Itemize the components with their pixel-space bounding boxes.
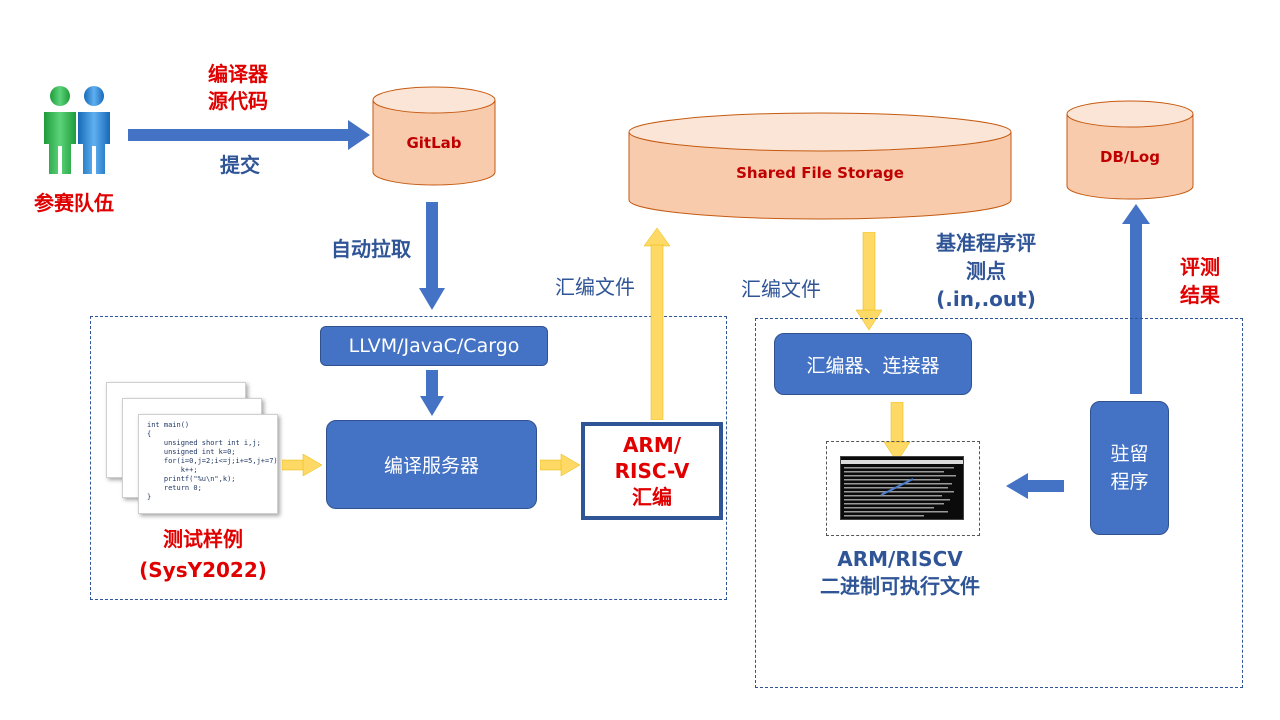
db-log-cylinder: DB/Log: [1066, 100, 1194, 200]
code-line: printf("%u\n",k);: [147, 475, 236, 483]
code-line: for(i=0,j=2;i<=j;i+=5,j+=7): [147, 457, 278, 465]
shared-storage-label: Shared File Storage: [736, 164, 904, 182]
code-line: {: [147, 430, 152, 438]
code-line: int main(): [147, 421, 190, 429]
binary-label-line1: ARM/RISCV: [837, 547, 963, 571]
toolchain-box: LLVM/JavaC/Cargo: [320, 326, 548, 366]
eval-result-line1: 评测: [1180, 255, 1220, 279]
asm-upload-arrow: [644, 228, 670, 420]
arm-asm-line1: ARM/: [622, 433, 682, 457]
asm-file-label-right: 汇编文件: [741, 277, 821, 301]
code-line: return 0;: [147, 484, 202, 492]
testcases-sublabel: (SysY2022): [139, 558, 267, 582]
binary-frame: [826, 441, 980, 536]
assembler-linker-box: 汇编器、连接器: [774, 333, 972, 395]
toolchain-arrow: [420, 370, 444, 416]
toolchain-label: LLVM/JavaC/Cargo: [348, 335, 520, 357]
submit-label-commit: 提交: [220, 153, 260, 177]
benchmark-line3: (.in,.out): [936, 287, 1036, 311]
code-line: }: [147, 493, 152, 501]
testcases-label: 测试样例: [163, 527, 243, 551]
submit-label-source: 源代码: [208, 89, 268, 113]
code-line: k++;: [147, 466, 198, 474]
code-line: unsigned int k=0;: [147, 448, 236, 456]
resident-line1: 驻留: [1110, 443, 1149, 465]
result-upload-arrow: [1122, 204, 1150, 394]
resident-program-box: 驻留 程序: [1090, 401, 1169, 535]
resident-to-binary-arrow: [1006, 473, 1064, 499]
assembler-to-binary-arrow: [884, 402, 910, 462]
eval-result-line2: 结果: [1180, 283, 1220, 307]
assembler-linker-label: 汇编器、连接器: [806, 354, 940, 377]
arm-asm-line2: RISC-V: [614, 459, 690, 483]
team-icon: [44, 86, 110, 174]
server-to-output-arrow: [540, 454, 580, 476]
code-line: unsigned short int i,j;: [147, 439, 261, 447]
binary-label-line2: 二进制可执行文件: [820, 574, 980, 598]
terminal-lines: [841, 460, 963, 517]
benchmark-line2: 测点: [966, 259, 1006, 283]
gitlab-label: GitLab: [406, 134, 462, 152]
asm-file-label-left: 汇编文件: [555, 275, 635, 299]
compile-server-label: 编译服务器: [383, 455, 479, 477]
autopull-label: 自动拉取: [331, 237, 411, 261]
benchmark-line1: 基准程序评: [936, 231, 1036, 255]
shared-storage-cylinder: Shared File Storage: [628, 112, 1012, 220]
arm-asm-box: ARM/ RISC-V 汇编: [581, 422, 723, 520]
gitlab-cylinder: GitLab: [372, 86, 496, 186]
resident-line2: 程序: [1110, 471, 1149, 493]
compile-region: [90, 316, 727, 600]
db-log-label: DB/Log: [1100, 148, 1160, 166]
autopull-arrow: [419, 202, 445, 310]
team-label: 参赛队伍: [34, 191, 114, 215]
asm-download-arrow: [856, 232, 882, 330]
arm-asm-line3: 汇编: [632, 485, 672, 509]
compile-server-box: 编译服务器: [326, 420, 537, 509]
submit-arrow: [128, 120, 370, 150]
testcases-to-server-arrow: [282, 454, 322, 476]
code-page-front: int main(){ unsigned short int i,j; unsi…: [138, 414, 278, 514]
binary-terminal-image: [840, 456, 964, 520]
evaluation-region: [755, 318, 1243, 688]
submit-label-compiler: 编译器: [208, 62, 268, 86]
